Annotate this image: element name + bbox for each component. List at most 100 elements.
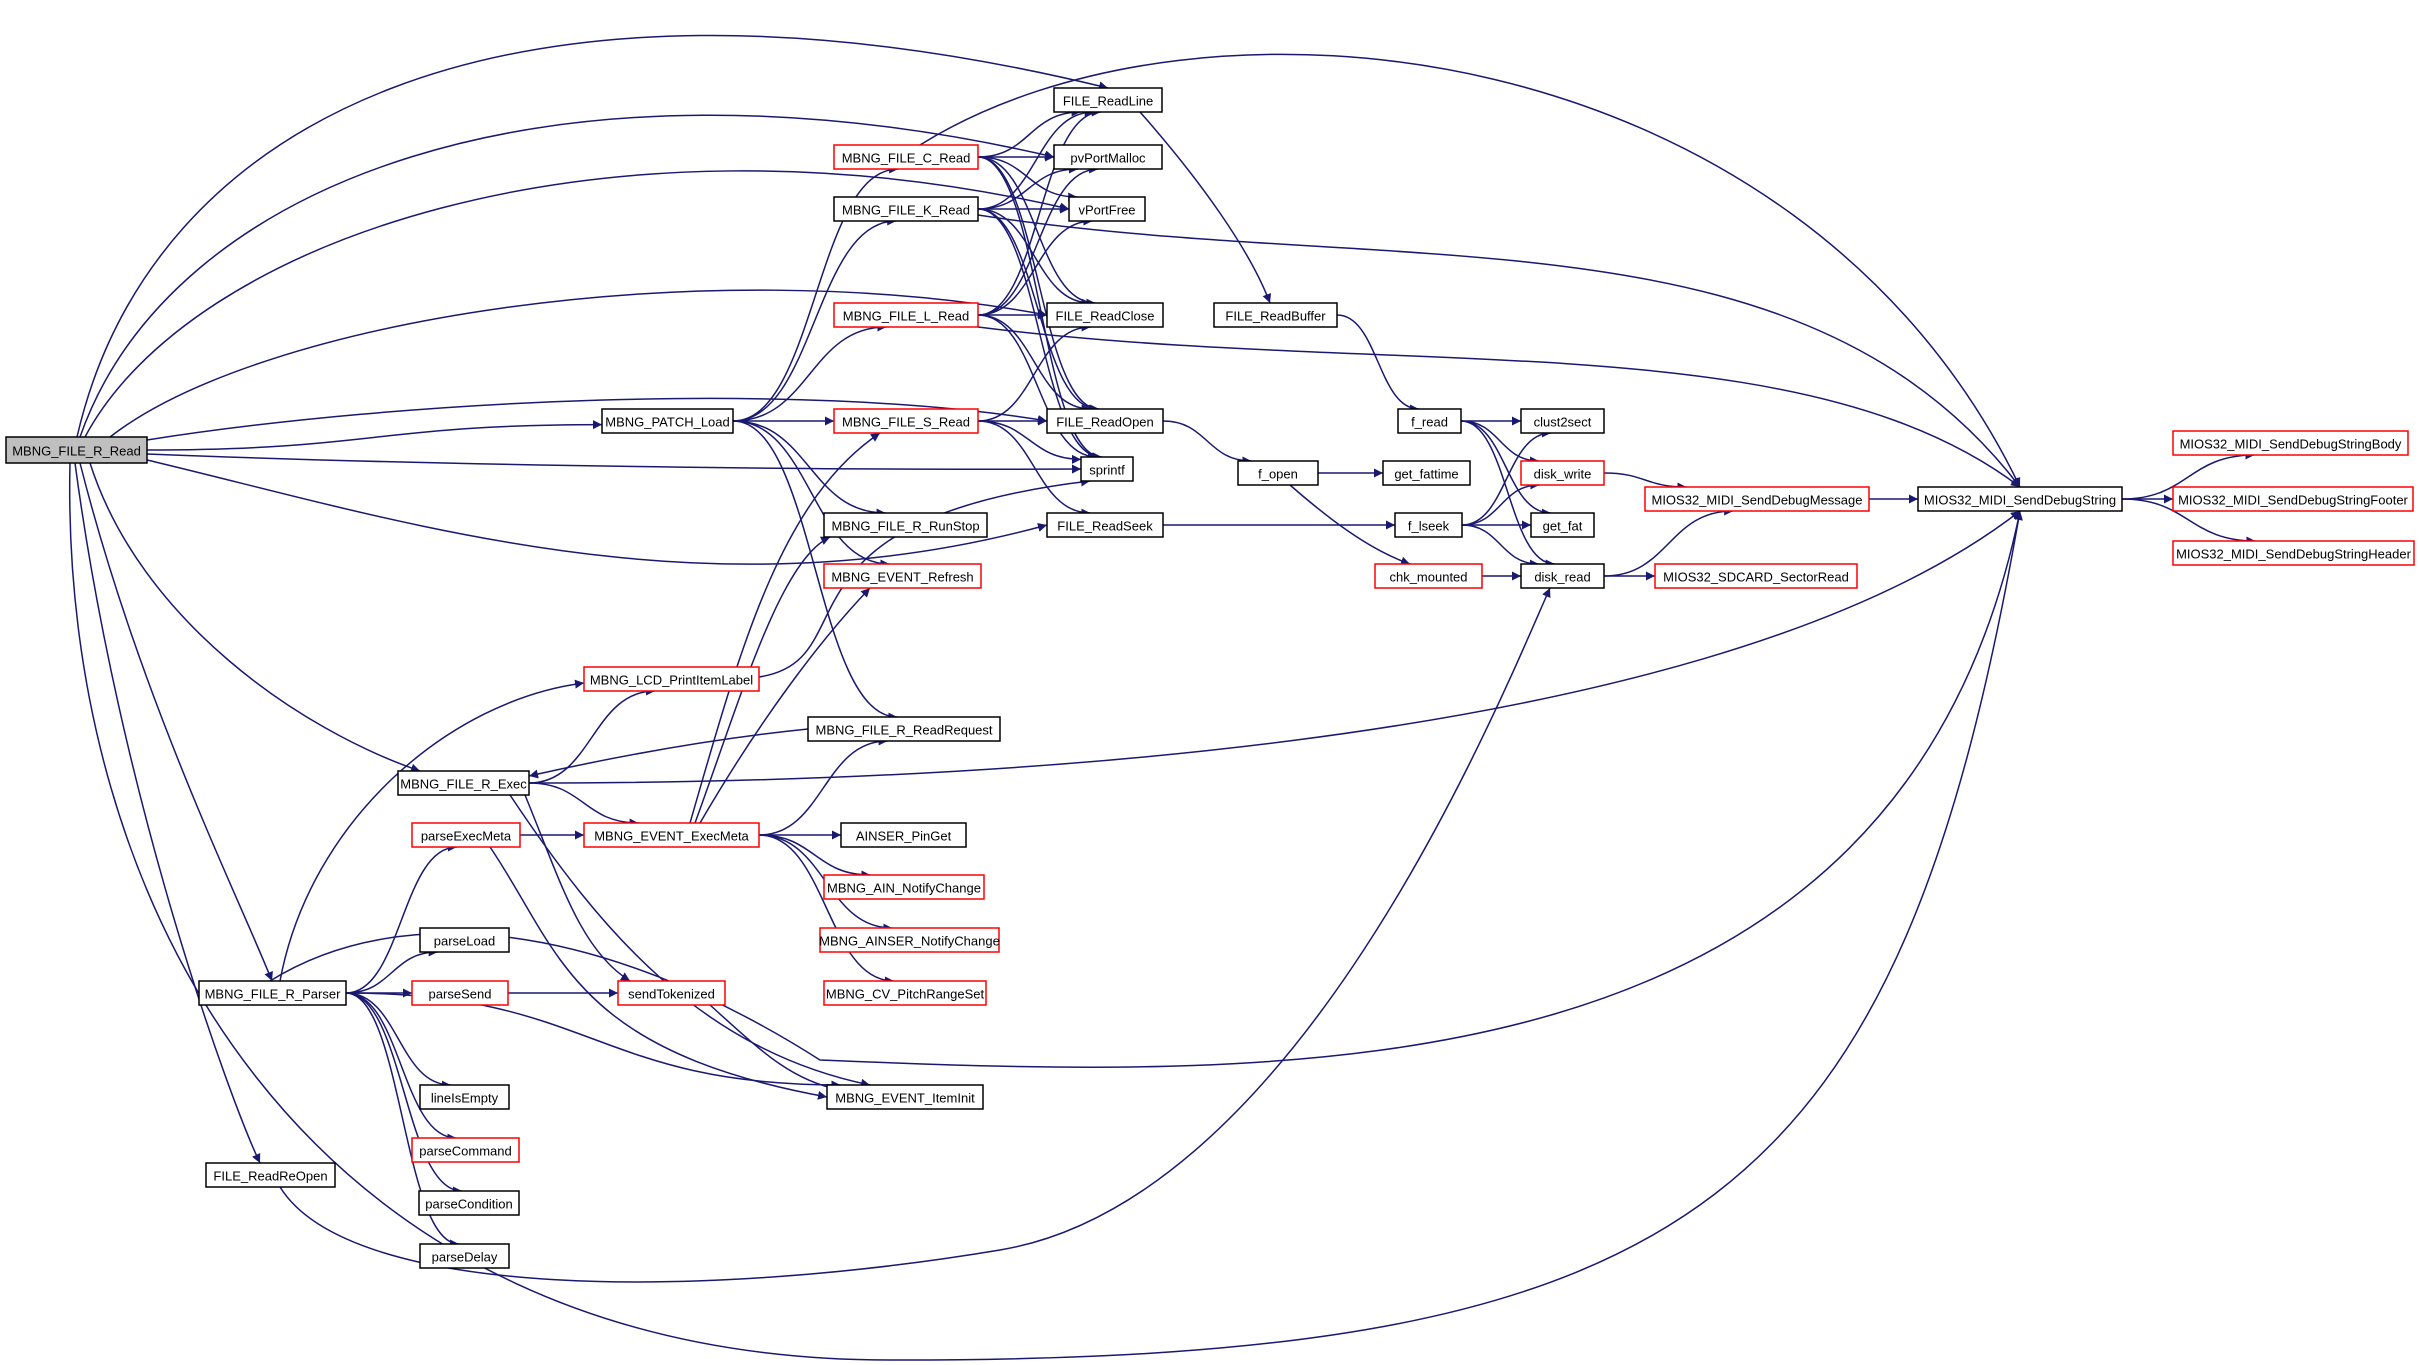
node-parseload[interactable]: parseLoad: [419, 927, 510, 953]
node-mbng-file-r-runstop[interactable]: MBNG_FILE_R_RunStop: [823, 512, 988, 538]
node-box: [2172, 540, 2415, 566]
node-label: MIOS32_MIDI_SendDebugMessage: [1651, 493, 1862, 508]
node-mbng-file-r-read[interactable]: MBNG_FILE_R_Read: [5, 436, 148, 464]
node-parseexecmeta[interactable]: parseExecMeta: [411, 822, 521, 848]
edge-mbng-file-r-read-to-file-readreopen: [74, 462, 261, 1164]
node-box: [1397, 408, 1462, 434]
node-sprintf[interactable]: sprintf: [1080, 456, 1134, 482]
node-box: [807, 716, 1001, 742]
node-file-readline[interactable]: FILE_ReadLine: [1053, 87, 1163, 113]
node-box: [1374, 563, 1483, 589]
node-box: [1644, 486, 1870, 512]
node-mios32-midi-senddebugstringbody[interactable]: MIOS32_MIDI_SendDebugStringBody: [2172, 430, 2409, 456]
node-disk-write[interactable]: disk_write: [1520, 460, 1605, 486]
node-get-fattime[interactable]: get_fattime: [1382, 460, 1471, 486]
edge-mbng-patch-load-to-mbng-file-r-runstop: [732, 420, 886, 518]
node-label: f_open: [1258, 467, 1298, 482]
node-label: pvPortMalloc: [1070, 151, 1146, 166]
edge-mbng-patch-load-to-mbng-file-r-readrequest: [732, 420, 898, 722]
node-mbng-event-refresh[interactable]: MBNG_EVENT_Refresh: [823, 563, 982, 589]
node-parsedelay[interactable]: parseDelay: [419, 1243, 510, 1269]
node-file-readseek[interactable]: FILE_ReadSeek: [1046, 512, 1164, 538]
node-mios32-midi-senddebugstringheader[interactable]: MIOS32_MIDI_SendDebugStringHeader: [2172, 540, 2415, 566]
node-pvportmalloc[interactable]: pvPortMalloc: [1053, 144, 1163, 170]
node-get-fat[interactable]: get_fat: [1530, 512, 1595, 538]
node-label: AINSER_PinGet: [856, 829, 952, 844]
node-box: [198, 980, 347, 1006]
node-ainser-pinget[interactable]: AINSER_PinGet: [840, 822, 967, 848]
node-box: [397, 770, 530, 796]
node-box: [833, 408, 979, 434]
node-mbng-file-c-read[interactable]: MBNG_FILE_C_Read: [833, 144, 979, 170]
edge-mbng-file-r-parser-to-lineisempty: [345, 992, 451, 1090]
edge-mbng-file-r-read-to-sprintf: [146, 453, 1082, 474]
node-mbng-patch-load[interactable]: MBNG_PATCH_Load: [601, 408, 734, 434]
node-box: [823, 512, 988, 538]
edge-mbng-file-r-parser-to-parsecommand: [345, 992, 457, 1143]
edge-f-read-to-get-fat: [1460, 420, 1551, 518]
node-chk-mounted[interactable]: chk_mounted: [1374, 563, 1483, 589]
node-mios32-midi-senddebugstringfooter[interactable]: MIOS32_MIDI_SendDebugStringFooter: [2172, 486, 2414, 512]
node-mbng-event-iteminit[interactable]: MBNG_EVENT_ItemInit: [826, 1084, 984, 1110]
node-parsecommand[interactable]: parseCommand: [411, 1137, 520, 1163]
node-mbng-file-r-readrequest[interactable]: MBNG_FILE_R_ReadRequest: [807, 716, 1001, 742]
node-parsecondition[interactable]: parseCondition: [418, 1190, 520, 1216]
node-mios32-midi-senddebugmessage[interactable]: MIOS32_MIDI_SendDebugMessage: [1644, 486, 1870, 512]
edge-mbng-file-k-read-to-file-readline: [977, 107, 1094, 210]
node-label: MBNG_EVENT_Refresh: [831, 570, 973, 585]
node-mbng-file-k-read[interactable]: MBNG_FILE_K_Read: [833, 196, 979, 222]
node-mbng-lcd-printitemlabel[interactable]: MBNG_LCD_PrintItemLabel: [583, 666, 760, 692]
node-mbng-cv-pitchrangeset[interactable]: MBNG_CV_PitchRangeSet: [823, 980, 987, 1006]
node-box: [583, 666, 760, 692]
node-label: MBNG_FILE_S_Read: [842, 415, 970, 430]
node-box: [1053, 144, 1163, 170]
edge-mbng-file-r-read-to-mios32-midi-senddebugstring: [68, 462, 2023, 1361]
node-vportfree[interactable]: vPortFree: [1068, 196, 1146, 222]
edge-mbng-event-execmeta-to-mbng-file-s-read: [689, 432, 881, 824]
node-label: clust2sect: [1534, 415, 1592, 430]
node-mbng-file-s-read[interactable]: MBNG_FILE_S_Read: [833, 408, 979, 434]
node-mbng-file-r-exec[interactable]: MBNG_FILE_R_Exec: [397, 770, 530, 796]
edge-mbng-patch-load-to-mbng-file-c-read: [732, 164, 899, 422]
node-parsesend[interactable]: parseSend: [411, 980, 509, 1006]
edge-mbng-file-s-read-to-file-readseek: [977, 420, 1091, 518]
node-box: [419, 927, 510, 953]
node-lineisempty[interactable]: lineIsEmpty: [419, 1084, 510, 1110]
node-label: MBNG_LCD_PrintItemLabel: [590, 673, 753, 688]
node-file-readopen[interactable]: FILE_ReadOpen: [1046, 408, 1164, 434]
edge-mbng-file-l-read-to-mios32-midi-senddebugstring: [977, 326, 2021, 488]
node-clust2sect[interactable]: clust2sect: [1520, 408, 1605, 434]
node-mbng-file-l-read[interactable]: MBNG_FILE_L_Read: [833, 302, 979, 328]
edge-mbng-file-r-read-to-file-readseek: [146, 459, 1048, 565]
node-mbng-ainser-notifychange[interactable]: MBNG_AINSER_NotifyChange: [819, 927, 1000, 953]
node-label: parseCommand: [419, 1144, 512, 1159]
node-mios32-midi-senddebugstring[interactable]: MIOS32_MIDI_SendDebugString: [1917, 486, 2123, 512]
node-mbng-ain-notifychange[interactable]: MBNG_AIN_NotifyChange: [823, 874, 985, 900]
node-f-open[interactable]: f_open: [1237, 460, 1319, 486]
node-label: lineIsEmpty: [431, 1091, 499, 1106]
node-box: [5, 436, 148, 464]
edge-file-readline-to-file-readbuffer: [1139, 111, 1272, 304]
node-f-lseek[interactable]: f_lseek: [1394, 512, 1463, 538]
edge-disk-read-to-mios32-midi-senddebugmessage: [1603, 506, 1734, 577]
node-box: [1520, 460, 1605, 486]
node-f-read[interactable]: f_read: [1397, 408, 1462, 434]
node-mbng-file-r-parser[interactable]: MBNG_FILE_R_Parser: [198, 980, 347, 1006]
node-box: [1382, 460, 1471, 486]
node-box: [1046, 512, 1164, 538]
edge-mbng-file-r-read-to-mbng-patch-load: [146, 420, 603, 451]
edge-mbng-file-r-exec-to-mios32-midi-senddebugstring: [528, 510, 2021, 784]
node-mbng-event-execmeta[interactable]: MBNG_EVENT_ExecMeta: [583, 822, 760, 848]
node-label: disk_read: [1534, 570, 1590, 585]
node-label: FILE_ReadSeek: [1057, 519, 1153, 534]
edge-mbng-event-execmeta-to-mbng-file-r-runstop: [694, 536, 831, 824]
node-file-readclose[interactable]: FILE_ReadClose: [1046, 302, 1164, 328]
edge-file-readbuffer-to-f-read: [1336, 314, 1420, 414]
node-sendtokenized[interactable]: sendTokenized: [617, 980, 726, 1006]
node-mios32-sdcard-sectorread[interactable]: MIOS32_SDCARD_SectorRead: [1654, 563, 1858, 589]
edge-sendtokenized-to-mbng-event-iteminit: [709, 1004, 841, 1093]
node-label: MBNG_FILE_R_Exec: [400, 777, 527, 792]
node-disk-read[interactable]: disk_read: [1520, 563, 1605, 589]
node-file-readbuffer[interactable]: FILE_ReadBuffer: [1213, 302, 1338, 328]
node-file-readreopen[interactable]: FILE_ReadReOpen: [205, 1162, 336, 1188]
